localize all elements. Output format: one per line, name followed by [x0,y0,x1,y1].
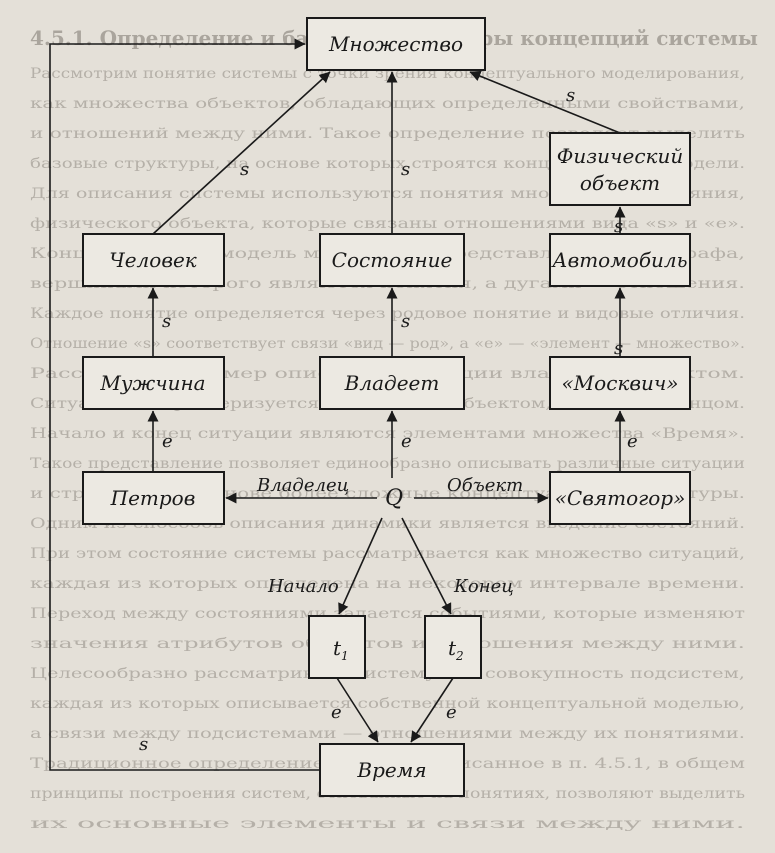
label-vladeet: Владеет [344,371,440,395]
node-fizicheskiy-obekt [549,132,691,206]
label-sostoyanie: Состояние [332,248,453,272]
node-petrov [82,471,225,525]
bg-line: Такое представление позволяет единообраз… [30,456,745,472]
t2-main: t [448,636,457,660]
label-fiz-line2: объект [580,171,660,195]
edge-chelovek-mnozhestvo [152,71,331,235]
edge-label-e-q: e [401,431,412,452]
edge-label-s-moskvich: s [614,338,623,359]
bg-line: каждая из которых описывается собственно… [30,696,745,712]
t2-sub: 2 [455,649,464,663]
edge-label-s-chelovek: s [240,159,249,180]
edge-label-s-vladeet: s [401,311,410,332]
t1-sub: 1 [341,649,349,663]
edge-t2-vremya [410,677,454,743]
label-fiz-line1: Физический [557,144,683,168]
bg-line: При этом состояние системы рассматривает… [30,546,745,562]
node-muzhchina [82,356,225,410]
node-t1 [308,615,366,679]
edge-label-e-t2: e [446,702,457,723]
label-t2: t2 [448,636,464,663]
node-chelovek [82,233,225,287]
node-mnozhestvo [306,17,486,71]
edge-label-konets: Конец [453,576,514,597]
label-svyatogor: «Святогор» [555,486,686,510]
bg-line: их основные элементы и связи между ними. [30,816,745,832]
bg-line: Отношение «s» соответствует связи «вид —… [30,336,745,352]
bg-line: Целесообразно рассматривать систему как … [30,666,745,682]
node-svyatogor [549,471,691,525]
edge-fiz-mnozhestvo [469,70,621,134]
bg-line: каждая из которых определена на некоторо… [30,576,745,592]
label-chelovek: Человек [109,248,197,272]
edge-t1-vremya [336,677,379,743]
edge-label-s-muzhchina: s [162,311,171,332]
bg-line: Начало и конец ситуации являются элемент… [30,426,745,442]
label-moskvich: «Москвич» [561,371,678,395]
bg-line: физического объекта, которые связаны отн… [30,216,745,232]
node-avtomobil [549,233,691,287]
label-muzhchina: Мужчина [99,371,205,395]
edge-label-vladelets: Владелец [256,475,349,496]
label-mnozhestvo: Множество [328,32,463,56]
bg-line: как множества объектов, обладающих опред… [30,96,745,112]
edge-label-s-avtomobil: s [614,216,623,237]
edge-label-s-fiz: s [566,85,575,106]
label-petrov: Петров [110,486,196,510]
label-t1: t1 [333,636,349,663]
t1-main: t [333,636,342,660]
edge-vremya-mnozhestvo [49,38,320,771]
node-vremya [319,743,465,797]
edge-q-t2 [401,517,452,615]
node-moskvich [549,356,691,410]
edge-q-t1 [338,517,383,615]
edge-label-s-sostoyanie: s [401,159,410,180]
node-vladeet [319,356,465,410]
bg-line: Каждое понятие определяется через родово… [30,306,745,322]
bg-line: Переход между состояниями задается событ… [30,606,745,622]
edge-label-nachalo: Начало [267,576,339,597]
edge-label-e-t1: e [331,702,342,723]
bg-line: а связи между подсистемами — отношениями… [30,726,745,742]
label-vremya: Время [356,758,426,782]
edge-label-e-svyatogor: e [627,431,638,452]
edge-label-obekt: Объект [447,475,523,496]
label-q: Q [385,486,403,511]
bg-line: значения атрибутов объектов и отношения … [30,636,745,652]
edge-label-s-vremya: s [139,734,148,755]
edge-label-e-petrov: e [162,431,173,452]
label-avtomobil: Автомобиль [550,248,687,272]
